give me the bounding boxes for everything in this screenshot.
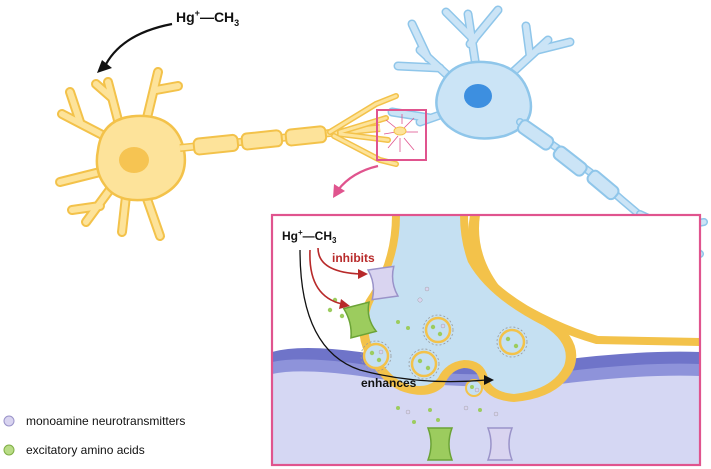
legend: monoamine neurotransmitters excitatory a… — [3, 414, 185, 457]
enhance-arrow — [299, 249, 487, 383]
top-arrowhead — [97, 60, 112, 73]
lavender-vesicle-icon — [3, 415, 15, 427]
amino-acid-receptor-icon — [342, 301, 378, 339]
legend-item-amino-acids: excitatory amino acids — [3, 443, 145, 457]
yellow-neuron — [55, 67, 399, 241]
inset-formula: Hg+—CH3 — [282, 228, 337, 245]
free-molecules — [327, 286, 499, 424]
blue-nucleus — [464, 84, 492, 108]
inhibit-arrow-2 — [309, 249, 343, 305]
inset-frame — [270, 213, 702, 467]
green-vesicle-icon — [3, 444, 15, 456]
top-formula: Hg+—CH3 — [176, 8, 239, 28]
zoom-box — [376, 109, 427, 161]
yellow-nucleus — [119, 147, 149, 173]
zoom-arrowhead — [333, 184, 345, 198]
legend-item-monoamine: monoamine neurotransmitters — [3, 414, 185, 428]
inhibits-label: inhibits — [332, 251, 375, 265]
top-arrow — [103, 22, 173, 69]
postsynaptic-lavender-receptor-icon — [486, 427, 514, 461]
zoom-arrow — [337, 164, 379, 191]
postsynaptic-inner — [272, 371, 700, 465]
inhibit-arrow-1 — [317, 247, 361, 275]
monoamine-receptor-icon — [366, 265, 400, 301]
enhances-label: enhances — [361, 376, 417, 390]
synapse-inset: Hg+—CH3 inhibits enhances — [270, 213, 702, 467]
vesicles — [360, 314, 528, 397]
legend-label-amino-acids: excitatory amino acids — [26, 443, 145, 457]
postsynaptic-green-receptor-icon — [426, 427, 454, 461]
legend-label-monoamine: monoamine neurotransmitters — [26, 414, 185, 428]
